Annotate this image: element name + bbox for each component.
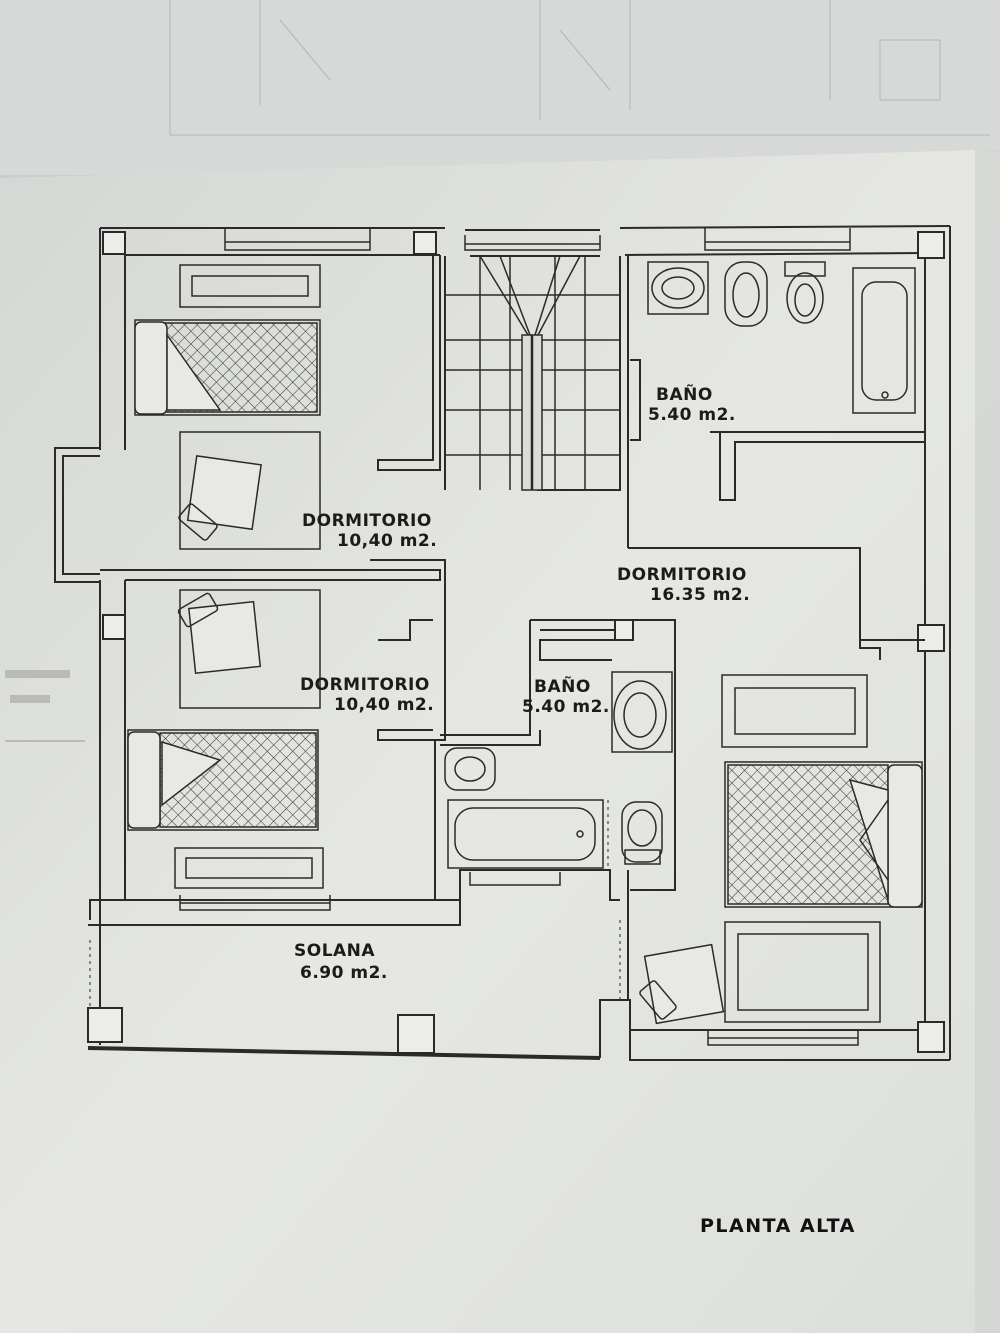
room-area-bano-1: 5.40 m2. bbox=[648, 405, 736, 425]
room-name-dormitorio-2: DORMITORIO bbox=[617, 565, 747, 585]
room-area-dormitorio-2: 16.35 m2. bbox=[650, 585, 750, 605]
bay-window bbox=[54, 447, 100, 583]
room-name-bano-2: BAÑO bbox=[534, 674, 591, 697]
bedroom1-furniture bbox=[134, 264, 321, 550]
room-labels: DORMITORIO 10,40 m2. BAÑO 5.40 m2. DORMI… bbox=[294, 382, 750, 983]
room-area-dormitorio-1: 10,40 m2. bbox=[337, 531, 437, 551]
interior-walls bbox=[88, 255, 926, 1000]
dotted-lines bbox=[89, 800, 621, 1010]
bedroom2-furniture bbox=[127, 589, 324, 889]
pillars bbox=[87, 231, 945, 1054]
floor-plan bbox=[54, 225, 951, 1061]
bath1-fixtures bbox=[647, 261, 916, 414]
room-name-bano-1: BAÑO bbox=[656, 382, 713, 405]
sheet-edge-shadow bbox=[975, 150, 1000, 1333]
bath2-fixtures bbox=[444, 671, 673, 869]
windows bbox=[179, 228, 859, 1046]
bleed-through-marks bbox=[5, 670, 85, 742]
master-bedroom-furniture bbox=[639, 674, 923, 1025]
room-area-solana: 6.90 m2. bbox=[300, 963, 388, 983]
background-sheet bbox=[0, 0, 1000, 175]
outer-walls bbox=[87, 225, 951, 1061]
staircase bbox=[445, 255, 620, 491]
room-name-solana: SOLANA bbox=[294, 941, 375, 961]
room-area-dormitorio-3: 10,40 m2. bbox=[334, 695, 434, 715]
room-name-dormitorio-3: DORMITORIO bbox=[300, 675, 430, 695]
room-name-dormitorio-1: DORMITORIO bbox=[302, 511, 432, 531]
room-area-bano-2: 5.40 m2. bbox=[522, 697, 610, 717]
sheet-title: PLANTA ALTA bbox=[700, 1215, 856, 1237]
